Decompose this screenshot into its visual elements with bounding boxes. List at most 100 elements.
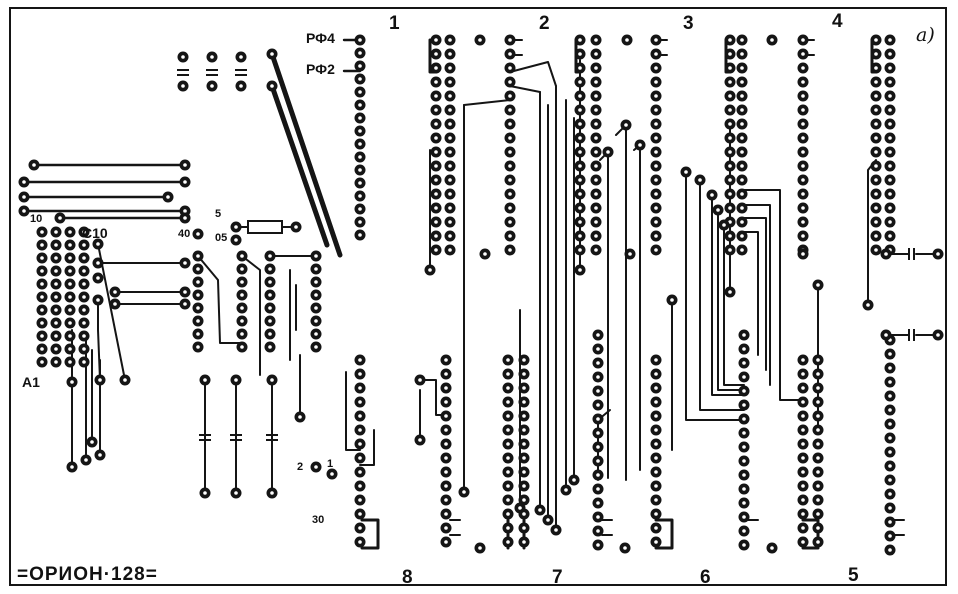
- pad-hole: [728, 290, 732, 294]
- pad-hole: [654, 38, 658, 42]
- pad-hole: [654, 220, 658, 224]
- pad-hole: [448, 122, 452, 126]
- pad-hole: [874, 178, 878, 182]
- pad-hole: [434, 220, 438, 224]
- pad-hole: [742, 473, 746, 477]
- pad-hole: [462, 490, 466, 494]
- pad-hole: [444, 512, 448, 516]
- pad-hole: [314, 280, 318, 284]
- pad-hole: [358, 194, 362, 198]
- pad-hole: [506, 414, 510, 418]
- label-a1: А1: [22, 374, 40, 390]
- pad-hole: [444, 400, 448, 404]
- pad-hole: [801, 150, 805, 154]
- pad-hole: [740, 178, 744, 182]
- pad-hole: [740, 80, 744, 84]
- pad-hole: [444, 498, 448, 502]
- pad-hole: [508, 220, 512, 224]
- pad-hole: [58, 216, 62, 220]
- pad-hole: [358, 358, 362, 362]
- pad-hole: [596, 543, 600, 547]
- pad-hole: [546, 518, 550, 522]
- pad-hole: [740, 38, 744, 42]
- pad-hole: [68, 308, 72, 312]
- pad-hole: [801, 512, 805, 516]
- pad-hole: [270, 52, 274, 56]
- pad-hole: [234, 491, 238, 495]
- pad-hole: [196, 280, 200, 284]
- pad-hole: [22, 209, 26, 213]
- pad-layer: [18, 34, 944, 556]
- pad-hole: [358, 526, 362, 530]
- pad-hole: [358, 207, 362, 211]
- pad-hole: [506, 498, 510, 502]
- pad-hole: [888, 164, 892, 168]
- pad-hole: [801, 234, 805, 238]
- pad-hole: [578, 122, 582, 126]
- pad-hole: [654, 192, 658, 196]
- pad-hole: [554, 528, 558, 532]
- pad-hole: [654, 400, 658, 404]
- pad-hole: [358, 386, 362, 390]
- pad-hole: [68, 347, 72, 351]
- pad-hole: [183, 163, 187, 167]
- bus-trace: [743, 204, 771, 386]
- pad-hole: [96, 242, 100, 246]
- pad-hole: [434, 38, 438, 42]
- pad-hole: [522, 358, 526, 362]
- pad-hole: [578, 192, 582, 196]
- pad-hole: [314, 465, 318, 469]
- pad-hole: [113, 302, 117, 306]
- pad-hole: [874, 248, 878, 252]
- trace: [345, 371, 361, 451]
- pad-hole: [816, 283, 820, 287]
- pad-hole: [40, 360, 44, 364]
- pad-hole: [874, 220, 878, 224]
- pad-hole: [888, 108, 892, 112]
- pad-hole: [183, 302, 187, 306]
- trace: [359, 429, 375, 466]
- pad-hole: [444, 470, 448, 474]
- pad-hole: [358, 220, 362, 224]
- trace-layer: [22, 38, 939, 550]
- pad-hole: [888, 506, 892, 510]
- pad-hole: [508, 164, 512, 168]
- bus-trace: [463, 99, 511, 106]
- pad-hole: [98, 378, 102, 382]
- pad-hole: [888, 66, 892, 70]
- pad-hole: [801, 372, 805, 376]
- pad-hole: [816, 358, 820, 362]
- pad-hole: [54, 243, 58, 247]
- pad-hole: [884, 252, 888, 256]
- pad-hole: [770, 546, 774, 550]
- pad-hole: [801, 484, 805, 488]
- pad-hole: [596, 431, 600, 435]
- pad-hole: [816, 484, 820, 488]
- pad-hole: [888, 548, 892, 552]
- pad-hole: [96, 276, 100, 280]
- pad-hole: [740, 66, 744, 70]
- pad-hole: [40, 243, 44, 247]
- pad-hole: [196, 345, 200, 349]
- pad-hole: [594, 108, 598, 112]
- pad-hole: [596, 459, 600, 463]
- pad-hole: [358, 414, 362, 418]
- pad-hole: [358, 103, 362, 107]
- pad-hole: [654, 94, 658, 98]
- pad-hole: [508, 150, 512, 154]
- pad-hole: [358, 233, 362, 237]
- pad-hole: [625, 38, 629, 42]
- pad-hole: [68, 334, 72, 338]
- pad-hole: [268, 332, 272, 336]
- pad-hole: [358, 498, 362, 502]
- pad-hole: [698, 178, 702, 182]
- pad-hole: [506, 512, 510, 516]
- pad-hole: [654, 470, 658, 474]
- pad-hole: [240, 267, 244, 271]
- pad-hole: [654, 498, 658, 502]
- pad-hole: [801, 108, 805, 112]
- pad-hole: [888, 534, 892, 538]
- pad-hole: [268, 254, 272, 258]
- pad-hole: [654, 52, 658, 56]
- pad-hole: [434, 150, 438, 154]
